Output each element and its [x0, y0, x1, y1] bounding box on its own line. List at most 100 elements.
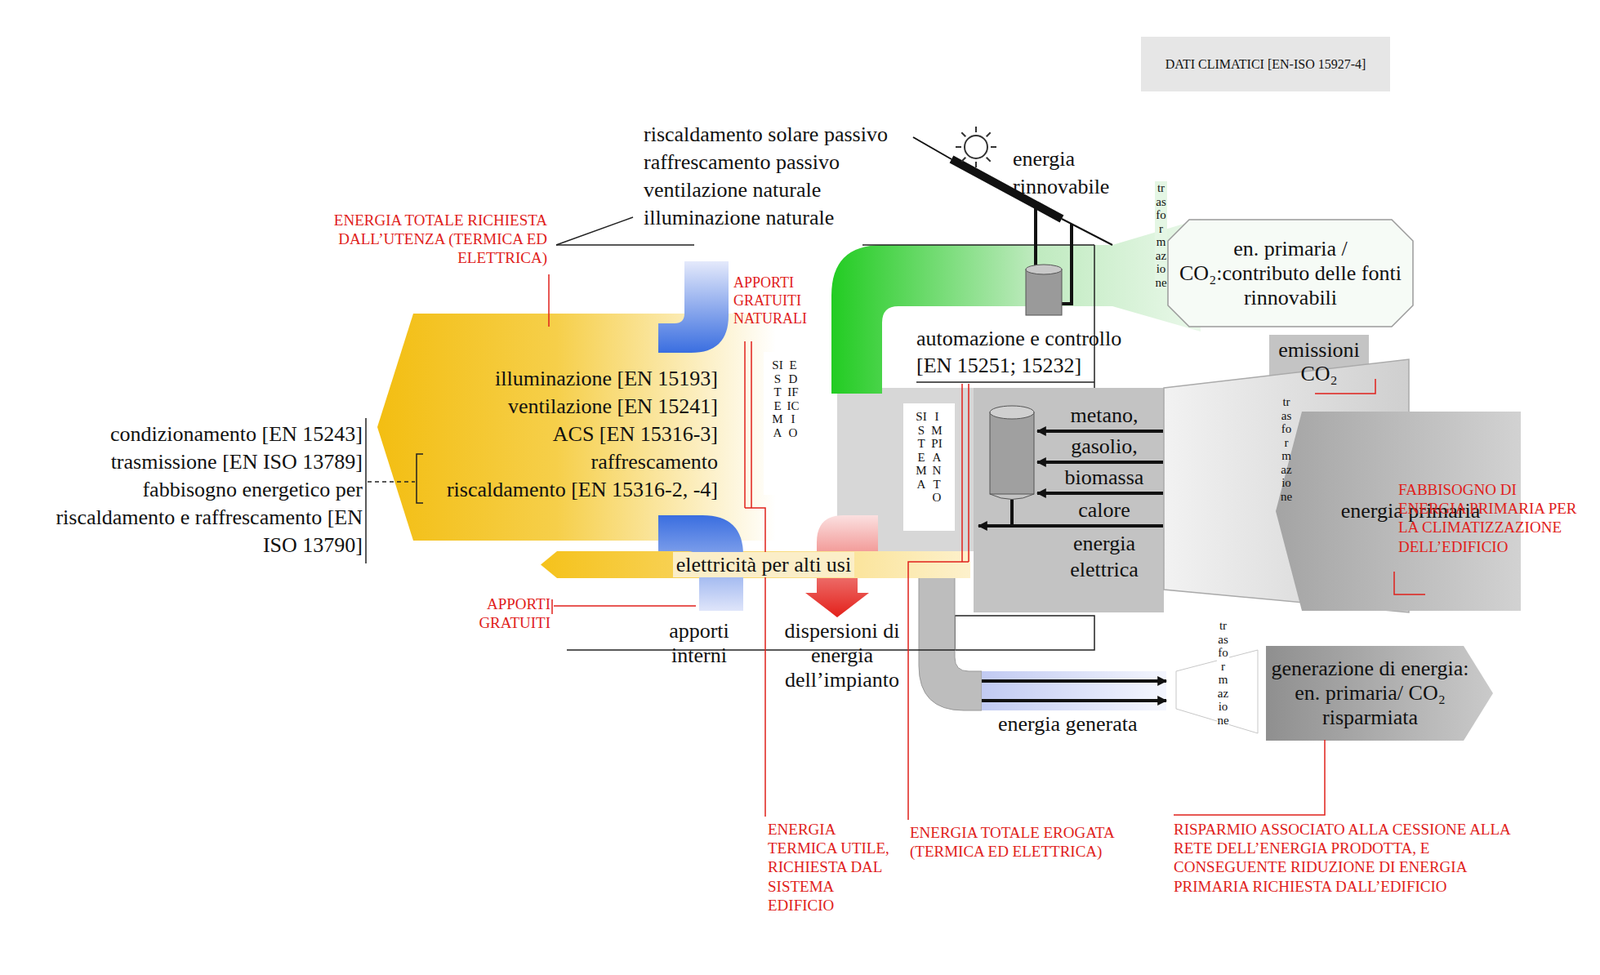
- bracket: [416, 454, 424, 504]
- arrow: [1037, 460, 1164, 464]
- arrow: [1037, 491, 1164, 495]
- node-text: elettricità per alti usi: [672, 552, 855, 578]
- node-text: DATI CLIMATICI [EN-ISO 15927-4]: [1165, 57, 1367, 72]
- grey-pipe: [918, 571, 982, 711]
- sun-symbol: [964, 135, 988, 159]
- node-text: ACS [EN 15316-3]: [426, 420, 718, 449]
- arrow: [978, 524, 1164, 528]
- renewable-octagon: en. primaria / CO₂:contributo delle font…: [1167, 219, 1413, 327]
- outline-box: [954, 615, 1095, 651]
- red-annotation: ENERGIA TOTALE EROGATA (TERMICA ED ELETT…: [909, 823, 1155, 861]
- leader-line: [548, 274, 550, 327]
- leader-line: [1314, 378, 1376, 394]
- flow-band: [981, 671, 1167, 711]
- node-outline: [377, 313, 776, 541]
- node-text: en. primaria / CO₂:contributo delle font…: [1176, 236, 1405, 311]
- gain-pipe: [658, 515, 744, 611]
- sun-rays: [955, 126, 997, 168]
- node-text: riscaldamento [EN 15316-2, -4]: [426, 476, 718, 504]
- red-annotation: ENERGIA TOTALE RICHIESTA DALL’UTENZA (TE…: [310, 210, 548, 268]
- bracket: [365, 418, 367, 564]
- annotation: raffrescamento passivo: [643, 148, 938, 177]
- node-text: SISTEMA: [771, 358, 785, 440]
- leader-line: [556, 217, 633, 246]
- annotation: energia rinnovabile: [1012, 145, 1128, 201]
- arrow: [981, 699, 1167, 703]
- storage-tank: [1025, 269, 1062, 316]
- leader-line: [1173, 739, 1325, 816]
- boiler-symbol: [989, 412, 1034, 495]
- node-text: IMPIANTO: [931, 410, 944, 505]
- plant-block: metano, gasolio, biomassa calore energia e…: [973, 387, 1164, 613]
- red-leaders: [548, 274, 1426, 821]
- node-outline: [540, 551, 971, 579]
- node-outline: [1167, 219, 1413, 327]
- node-text: SISTEMA: [915, 410, 928, 491]
- plant-system-box: SISTEMAIMPIANTO: [903, 403, 955, 531]
- leader-line: [750, 341, 753, 509]
- boiler-symbol: [989, 405, 1034, 419]
- storage-tank: [1025, 264, 1062, 275]
- arrow: [981, 679, 1167, 683]
- electricity-arrow: elettricità per alti usi: [540, 551, 971, 579]
- red-annotation: APPORTI GRATUITI: [441, 594, 551, 633]
- annotation: fabbisogno energetico per riscaldamento …: [32, 476, 363, 560]
- node-text: EDIFICIO: [787, 358, 800, 440]
- leader-line: [961, 383, 963, 562]
- gain-pipe: [658, 261, 729, 353]
- plant-area: [837, 387, 974, 552]
- leader-line: [908, 561, 969, 821]
- red-annotation: FABBISOGNO DI ENERGIA PRIMARIA PER LA CL…: [1398, 480, 1583, 557]
- annotation: ventilazione naturale: [643, 176, 938, 205]
- leader-line: [1394, 571, 1426, 595]
- green-pipe: [831, 218, 1201, 394]
- leader-line: [913, 137, 952, 160]
- pipe: [1033, 205, 1038, 267]
- annotation: condizionamento [EN 15243]: [32, 420, 363, 449]
- outline-line: [862, 244, 1095, 246]
- node-text: calore: [1051, 498, 1158, 523]
- supply-arrows: [978, 431, 1167, 701]
- outline-line: [566, 649, 955, 651]
- annotation: automazione e controllo [EN 15251; 15232…: [916, 325, 1162, 379]
- node-text: energia elettrica: [1051, 530, 1158, 584]
- bracket: [365, 418, 424, 564]
- building-system-box: SISTEMAEDIFICIO: [763, 352, 807, 495]
- user-demand-arrow: illuminazione [EN 15193]ventilazione [EN…: [377, 313, 776, 541]
- annotation: apporti interni: [653, 619, 745, 669]
- leader-line: [367, 481, 415, 483]
- red-annotation: RISPARMIO ASSOCIATO ALLA CESSIONE ALLA R…: [1173, 820, 1517, 896]
- pipe: [1061, 223, 1072, 304]
- node-text: metano, gasolio, biomassa: [1051, 400, 1158, 494]
- node-text: emissioni CO₂: [1274, 338, 1364, 386]
- outline-line: [556, 244, 695, 246]
- leader-line: [744, 508, 766, 817]
- red-annotation: APPORTI GRATUITI NATURALI: [733, 274, 824, 329]
- red-annotation: ENERGIA TERMICA UTILE, RICHIESTA DAL SIS…: [767, 820, 897, 915]
- node-text: generazione di energia: en. primaria/ CO…: [1261, 656, 1480, 731]
- climate-data-box: DATI CLIMATICI [EN-ISO 15927-4]: [1140, 36, 1391, 92]
- node-text: raffrescamento: [426, 448, 718, 477]
- annotation: trasformazione: [1154, 181, 1168, 290]
- node-text: illuminazione [EN 15193]: [426, 365, 718, 393]
- annotation: trasformazione: [1216, 619, 1230, 727]
- leader-line: [553, 605, 696, 607]
- node-text: trasformazione: [1280, 395, 1293, 613]
- emissions-box: emissioni CO₂: [1269, 334, 1369, 389]
- leader-line: [967, 383, 970, 562]
- annotation: energia generata: [998, 712, 1162, 737]
- wire: [1010, 499, 1014, 526]
- boiler-symbol: [989, 494, 1034, 500]
- annotation: trasmissione [EN ISO 13789]: [32, 448, 363, 477]
- generation-arrow: generazione di energia: en. primaria/ CO…: [1247, 642, 1494, 745]
- outline-line: [1093, 245, 1096, 388]
- leader-line: [744, 341, 746, 509]
- leader-line: [551, 599, 553, 615]
- annotation: riscaldamento solare passivo: [643, 120, 938, 149]
- plant-block: [973, 387, 1164, 613]
- node-text: ventilazione [EN 15241]: [426, 392, 718, 421]
- annotation: dispersioni di energia dell’impianto: [782, 619, 902, 693]
- arrow: [1037, 429, 1164, 433]
- outline-line: [916, 381, 1095, 384]
- annotation: illuminazione naturale: [643, 204, 938, 232]
